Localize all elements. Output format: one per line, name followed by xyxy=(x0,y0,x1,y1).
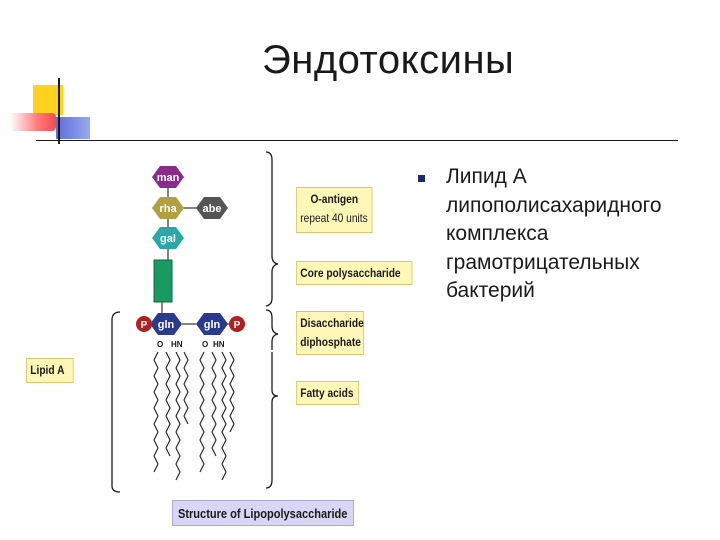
fatty-acid-chain xyxy=(229,351,235,433)
bullet-line: грамотрицательных xyxy=(446,250,640,274)
atom-label-o: O xyxy=(202,340,208,349)
fatty-acid-chain xyxy=(165,351,171,457)
label-fatty-acids: Fatty acids xyxy=(296,381,359,405)
atom-label-o: O xyxy=(157,340,163,349)
bullet-line: Липид А xyxy=(446,165,527,188)
phosphate-left: P xyxy=(136,316,152,332)
bullet-text: Липид А липополисахаридного комплекса гр… xyxy=(446,163,716,306)
fatty-acid-chain xyxy=(153,351,159,473)
brace-disaccharide xyxy=(265,309,279,350)
fatty-acid-chains xyxy=(153,351,235,481)
core-polysaccharide-bar xyxy=(153,259,173,303)
label-o-antigen-line1: O-antigen xyxy=(310,192,359,206)
fatty-acid-chain xyxy=(221,351,227,481)
fatty-acid-chain xyxy=(175,351,181,481)
sugar-man: man xyxy=(152,166,184,188)
sugar-gln-right: gln xyxy=(196,313,228,335)
brace-o-antigen xyxy=(265,151,279,273)
atom-label-hn: HN xyxy=(171,340,183,349)
bullet-line: липополисахаридного xyxy=(446,193,662,217)
decor-blue-square xyxy=(56,117,90,139)
bullet-line: комплекса xyxy=(446,222,549,245)
sugar-gln-left: gln xyxy=(150,313,182,335)
fatty-acid-chain xyxy=(199,351,205,473)
phosphate-label: P xyxy=(234,320,241,331)
phosphate-right: P xyxy=(229,316,245,332)
sugar-rha: rha xyxy=(152,197,184,219)
label-disaccharide-line1: Disaccharide xyxy=(300,316,364,330)
square-bullet-icon xyxy=(418,175,425,182)
brace-core xyxy=(265,272,273,307)
label-core-polysaccharide: Core polysaccharide xyxy=(296,261,413,285)
slide-title: Эндотоксины xyxy=(262,38,515,82)
label-o-antigen: O-antigen repeat 40 units xyxy=(296,187,373,233)
decor-red-band xyxy=(10,113,56,131)
label-disaccharide-line2: diphosphate xyxy=(300,335,361,349)
bracket-lipid-a xyxy=(111,311,121,493)
fatty-acid-chain xyxy=(183,351,189,425)
sugar-abe: abe xyxy=(196,197,228,219)
label-o-antigen-line2: repeat 40 units xyxy=(300,211,368,225)
sugar-label: abe xyxy=(203,203,222,215)
sugar-label: man xyxy=(157,172,180,184)
decor-horizontal-line xyxy=(36,140,678,141)
label-disaccharide-diphosphate: Disaccharide diphosphate xyxy=(296,311,364,355)
sugar-label: gln xyxy=(158,319,175,331)
sugar-label: gln xyxy=(204,319,221,331)
fatty-acid-chain xyxy=(211,351,217,457)
label-lipid-a: Lipid A xyxy=(26,358,74,383)
right-braces xyxy=(265,151,279,489)
sugar-gal: gal xyxy=(152,227,184,249)
brace-fatty-acids xyxy=(265,352,279,489)
sugar-label: rha xyxy=(159,203,177,215)
decor-vertical-line xyxy=(58,78,60,144)
atom-label-hn: HN xyxy=(213,340,225,349)
diagram-caption: Structure of Lipopolysaccharide xyxy=(172,500,354,526)
phosphate-label: P xyxy=(141,320,148,331)
sugar-label: gal xyxy=(160,233,176,245)
bullet-line: бактерий xyxy=(446,279,535,302)
